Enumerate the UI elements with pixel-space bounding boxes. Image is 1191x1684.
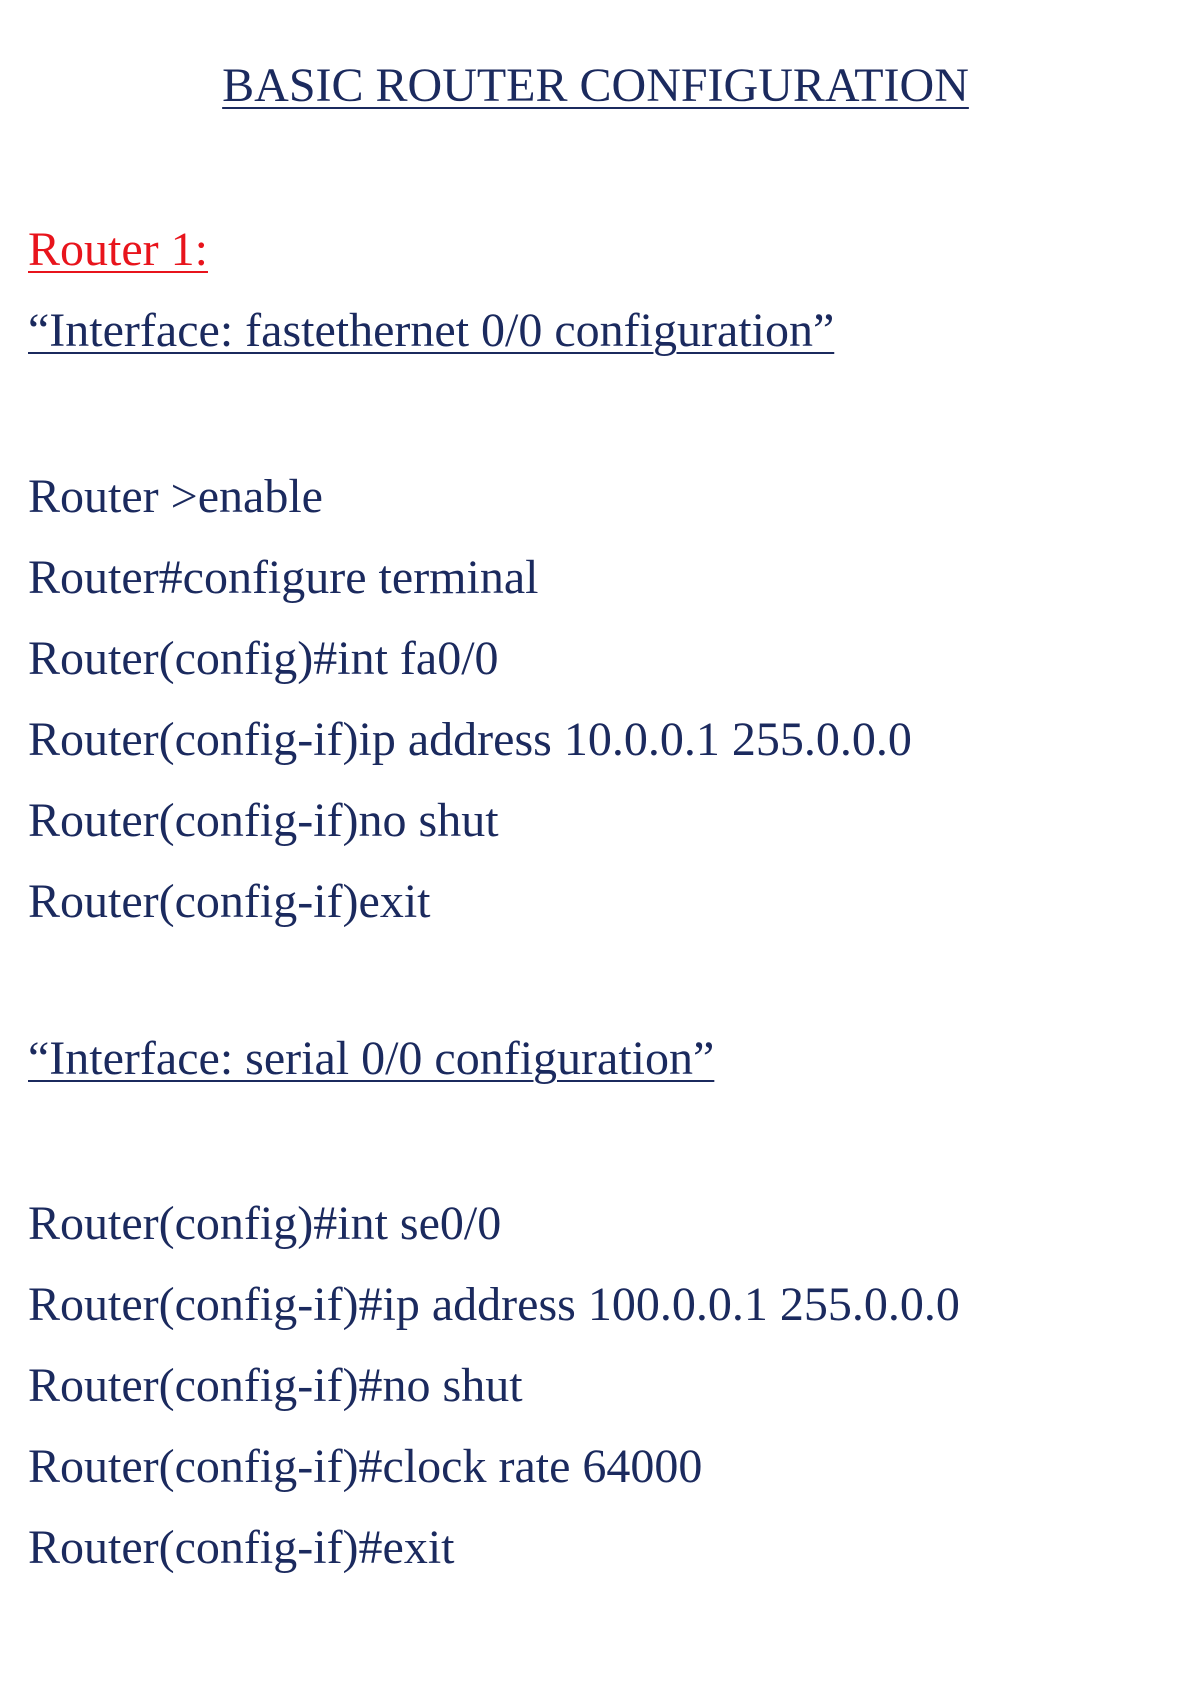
command-list-serial: Router(config)#int se0/0 Router(config-i… [28, 1183, 960, 1588]
command-line: Router(config-if)#no shut [28, 1359, 523, 1412]
command-line: Router(config)#int fa0/0 [28, 632, 499, 685]
command-line: Router(config-if)no shut [28, 794, 499, 847]
command-list-fastethernet: Router >enable Router#configure terminal… [28, 456, 912, 942]
command-line: Router(config)#int se0/0 [28, 1197, 502, 1250]
command-line: Router(config-if)ip address 10.0.0.1 255… [28, 713, 912, 766]
command-line: Router(config-if)#ip address 100.0.0.1 2… [28, 1278, 960, 1331]
section-heading-fastethernet: “Interface: fastethernet 0/0 configurati… [28, 304, 835, 357]
command-line: Router(config-if)#exit [28, 1521, 455, 1574]
section-heading-serial: “Interface: serial 0/0 configuration” [28, 1032, 715, 1085]
command-line: Router >enable [28, 470, 323, 523]
router-heading: Router 1: [28, 223, 208, 276]
command-line: Router#configure terminal [28, 551, 539, 604]
command-line: Router(config-if)exit [28, 875, 431, 928]
document-title: BASIC ROUTER CONFIGURATION [222, 59, 969, 112]
command-line: Router(config-if)#clock rate 64000 [28, 1440, 703, 1493]
